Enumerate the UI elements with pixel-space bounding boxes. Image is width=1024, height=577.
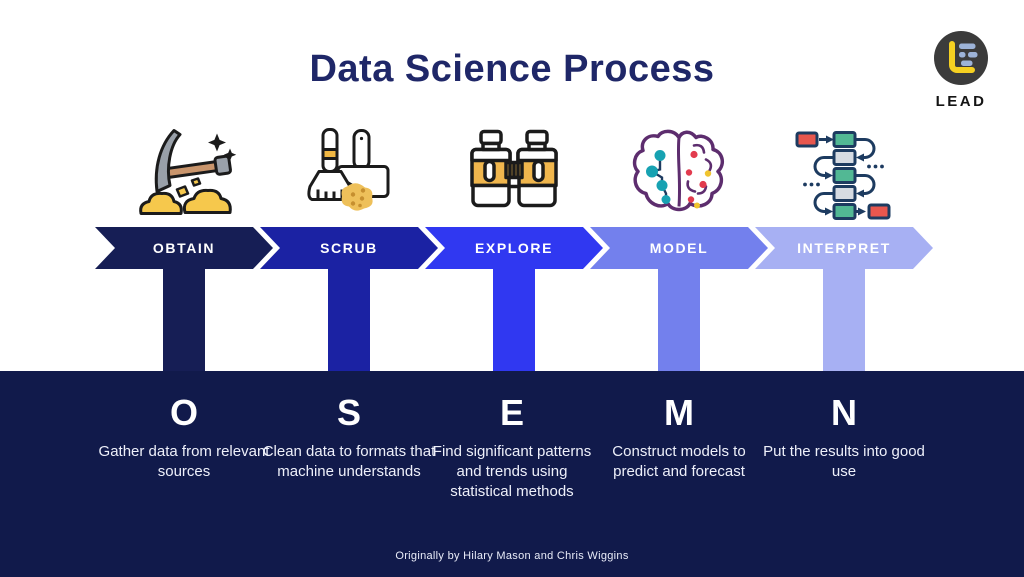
chevron-obtain: OBTAIN — [95, 227, 273, 269]
page-title: Data Science Process — [309, 48, 715, 90]
step-detail-explore: E Find significant patterns and trends u… — [424, 393, 600, 501]
step-description: Put the results into good use — [763, 443, 925, 480]
flowchart-icon — [789, 124, 899, 222]
step-letter: M — [664, 392, 694, 433]
chevron-explore-label: EXPLORE — [474, 240, 554, 256]
pickaxe-icon — [129, 124, 239, 222]
step-description: Find significant patterns and trends usi… — [432, 443, 592, 500]
brain-network-icon — [624, 124, 734, 222]
step-detail-scrub: S Clean data to formats that machine und… — [261, 393, 437, 482]
bottom-band: O Gather data from relevant sources S Cl… — [0, 371, 1024, 577]
connector-bar-model — [658, 268, 700, 372]
chevron-scrub-label: SCRUB — [320, 240, 378, 256]
chevron-obtain-label: OBTAIN — [152, 240, 216, 256]
step-description: Construct models to predict and forecast — [612, 443, 746, 480]
lead-logo-text: LEAD — [935, 93, 987, 110]
process-chevron-ribbon: OBTAIN SCRUB EXPLORE MODEL INTERPRET — [95, 227, 938, 269]
chevron-scrub: SCRUB — [260, 227, 438, 269]
connector-bar-explore — [493, 268, 535, 372]
chevron-interpret: INTERPRET — [755, 227, 933, 269]
connector-bar-interpret — [823, 268, 865, 372]
step-detail-obtain: O Gather data from relevant sources — [96, 393, 272, 482]
lead-logo: LEAD — [931, 31, 991, 110]
step-letter: O — [169, 392, 198, 433]
step-letter: S — [336, 392, 361, 433]
binoculars-icon — [459, 124, 569, 222]
chevron-explore: EXPLORE — [425, 227, 603, 269]
step-detail-interpret: N Put the results into good use — [756, 393, 932, 482]
attribution: Originally by Hilary Mason and Chris Wig… — [395, 550, 629, 562]
connector-bar-obtain — [163, 268, 205, 372]
cleaning-brush-icon — [294, 124, 404, 222]
connector-bar-scrub — [328, 268, 370, 372]
step-letter: E — [499, 392, 524, 433]
step-letter: N — [831, 392, 857, 433]
chevron-interpret-label: INTERPRET — [797, 240, 891, 256]
step-description: Gather data from relevant sources — [98, 443, 270, 480]
chevron-model-label: MODEL — [649, 240, 709, 256]
step-description: Clean data to formats that machine under… — [262, 443, 436, 480]
chevron-model: MODEL — [590, 227, 768, 269]
lead-logo-icon — [934, 31, 988, 85]
step-detail-model: M Construct models to predict and foreca… — [591, 393, 767, 482]
